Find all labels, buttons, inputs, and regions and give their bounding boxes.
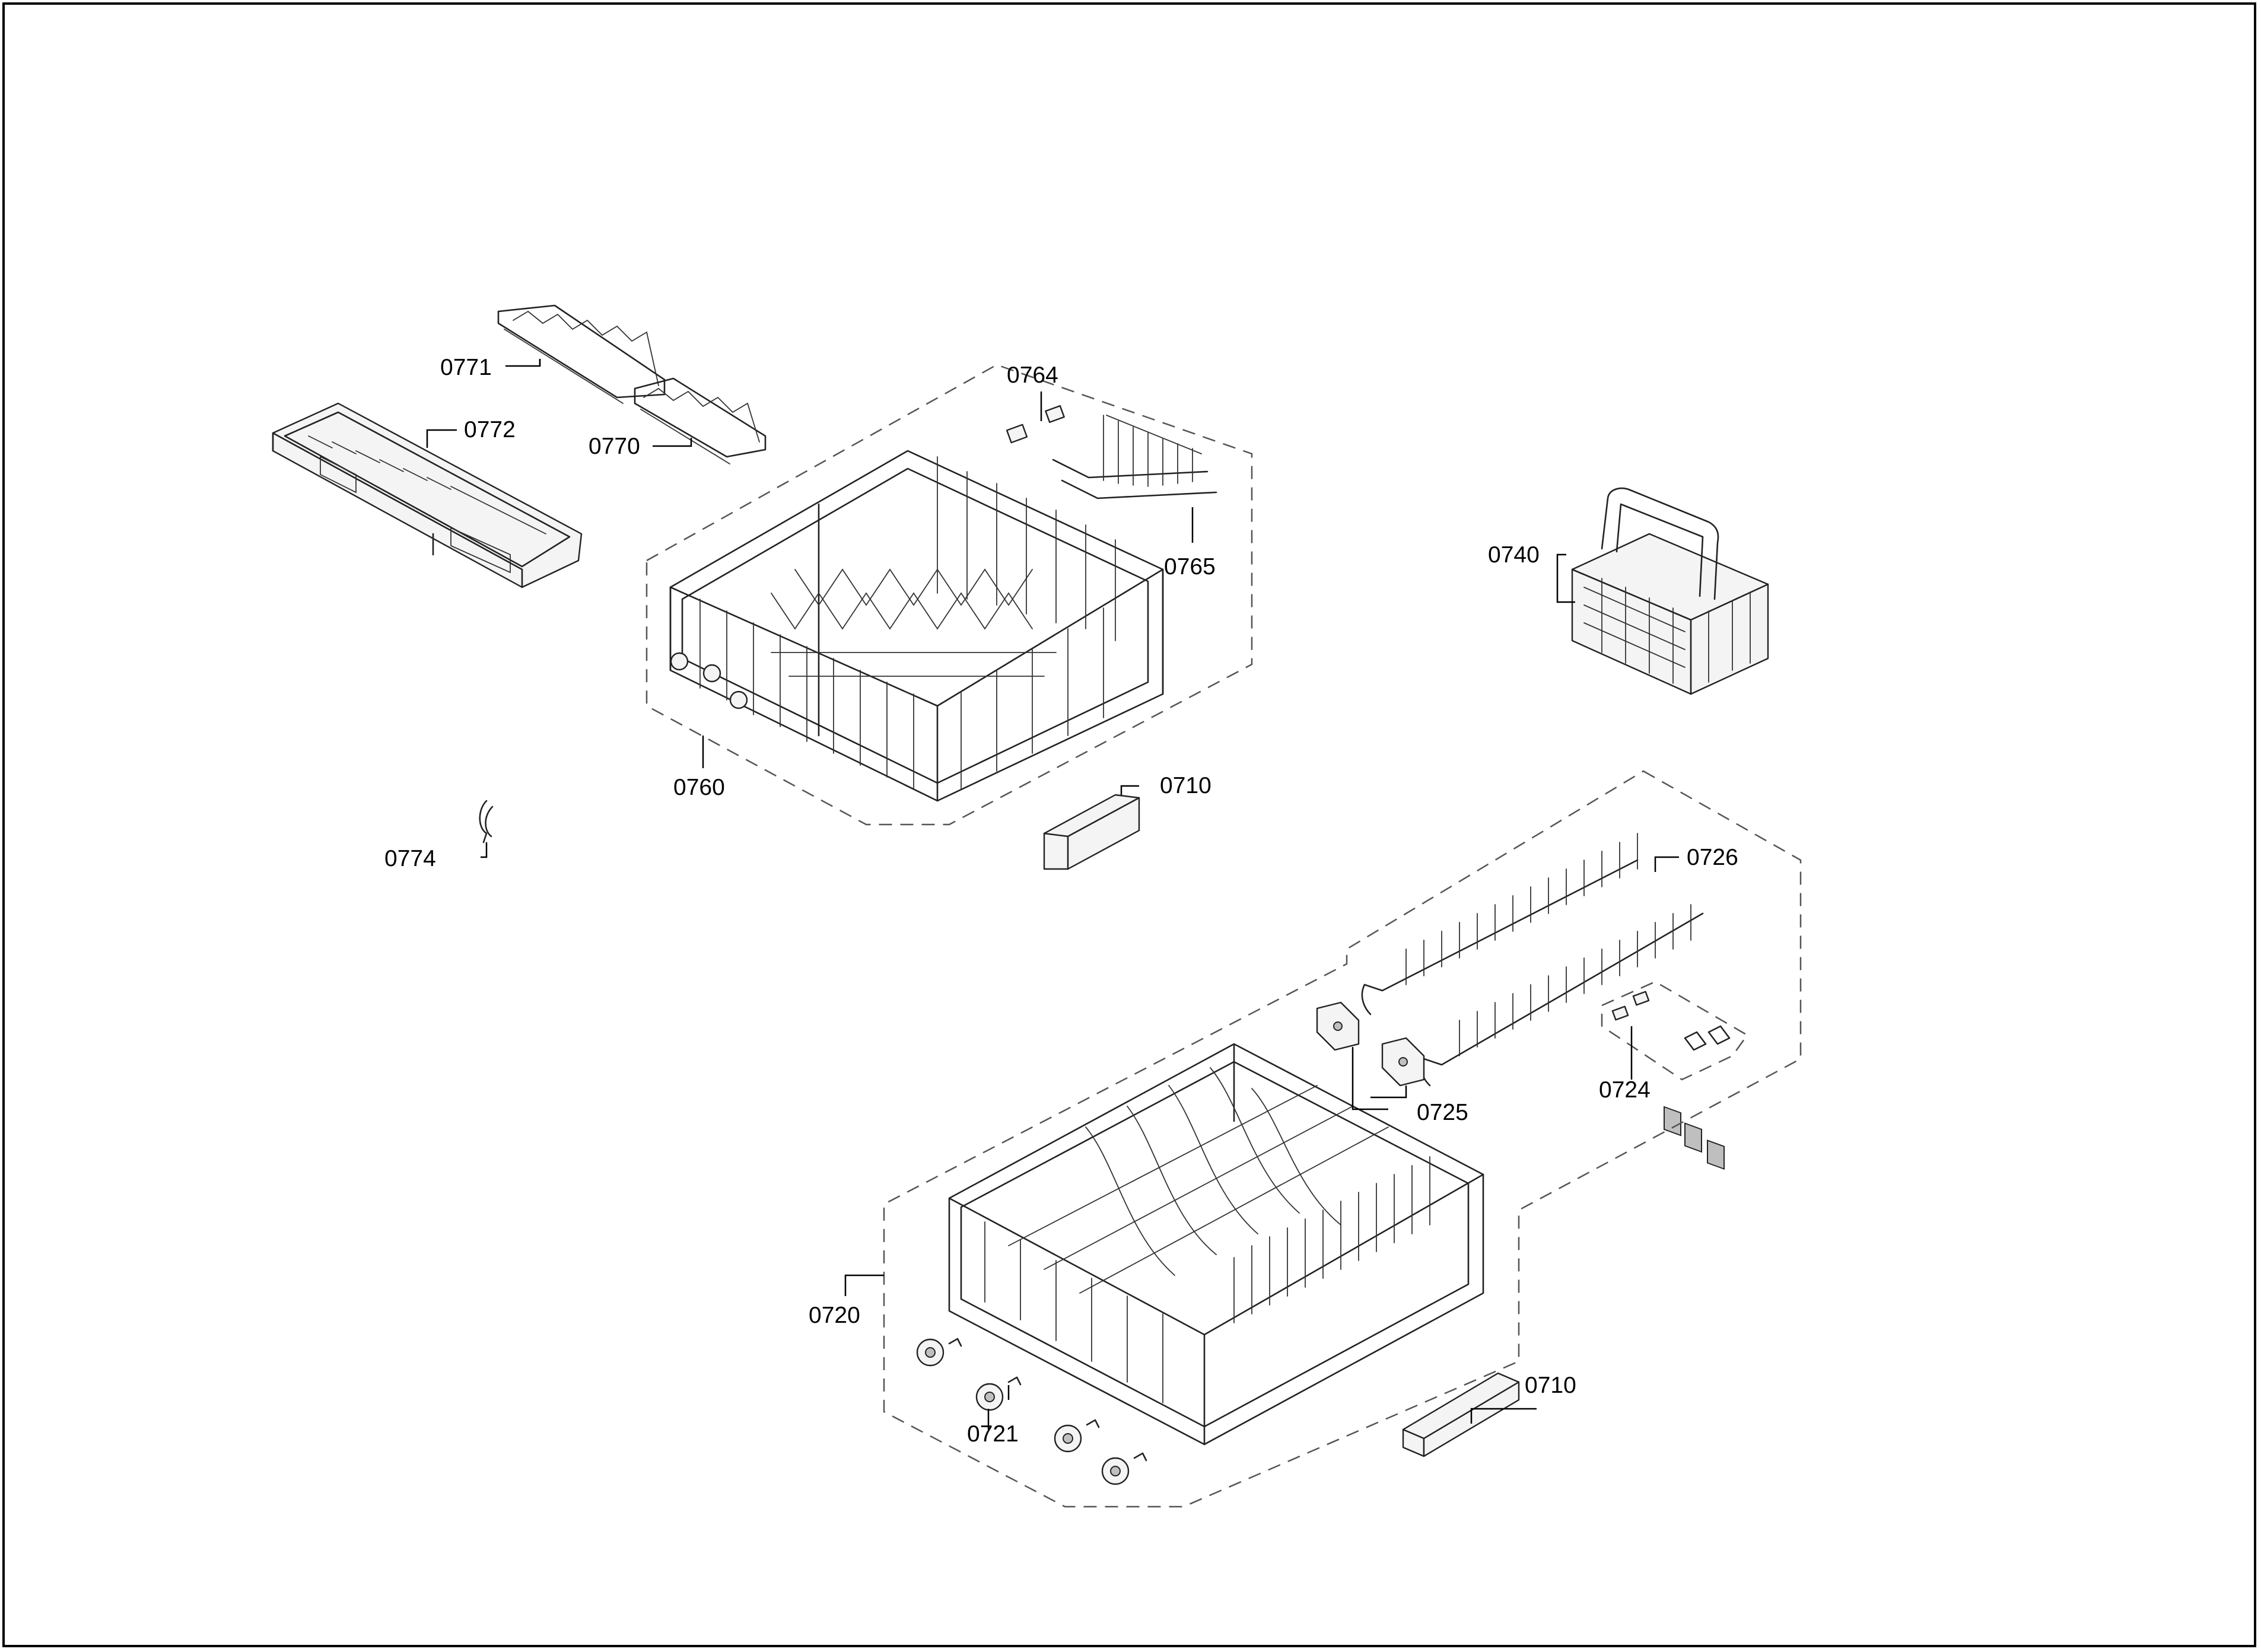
- callout-0774: 0774: [384, 846, 436, 871]
- small-parts-0724[interactable]: [1601, 981, 1748, 1081]
- callout-0740: 0740: [1488, 542, 1540, 568]
- callout-0770: 0770: [589, 434, 640, 459]
- cup-rack-part-0765[interactable]: [1052, 415, 1217, 499]
- callout-0771: 0771: [440, 355, 492, 380]
- plate-rack-part-0726[interactable]: [1361, 833, 1704, 1087]
- upper-basket-group-boundary: [645, 364, 1253, 826]
- clip-part-0764[interactable]: [1006, 405, 1065, 444]
- lower-basket-wires: [984, 1067, 1430, 1403]
- hook-part-0774[interactable]: [479, 800, 494, 843]
- label-strip-part-0710-upper[interactable]: [1043, 794, 1140, 870]
- callout-leaders: [426, 359, 1679, 1430]
- callout-0765: 0765: [1164, 554, 1216, 580]
- callout-0764: 0764: [1007, 362, 1058, 388]
- bracket-parts-0725[interactable]: [1316, 1001, 1425, 1087]
- callout-0721: 0721: [967, 1421, 1019, 1447]
- callout-0724: 0724: [1599, 1077, 1651, 1103]
- rack-part-0771[interactable]: [497, 304, 666, 404]
- callout-0760: 0760: [673, 775, 725, 800]
- callout-0772: 0772: [464, 417, 516, 443]
- upper-basket-part[interactable]: [669, 450, 1164, 802]
- label-strip-part-0710-lower[interactable]: [1402, 1372, 1520, 1457]
- callout-0726: 0726: [1687, 845, 1738, 870]
- rack-part-0770[interactable]: [634, 377, 767, 464]
- lower-basket-group-boundary: [883, 770, 1802, 1508]
- cutlery-basket-part-0740[interactable]: [1571, 487, 1769, 1170]
- lower-basket-part[interactable]: [948, 1043, 1484, 1446]
- wheel-parts-0721[interactable]: [916, 1338, 1147, 1485]
- upper-basket-wires: [699, 456, 1116, 790]
- callout-0710-lower: 0710: [1525, 1373, 1576, 1398]
- callout-0725: 0725: [1417, 1100, 1468, 1125]
- callout-0720: 0720: [809, 1303, 860, 1328]
- callout-0710-upper: 0710: [1160, 773, 1211, 798]
- cutlery-tray-part-0772[interactable]: [272, 402, 583, 588]
